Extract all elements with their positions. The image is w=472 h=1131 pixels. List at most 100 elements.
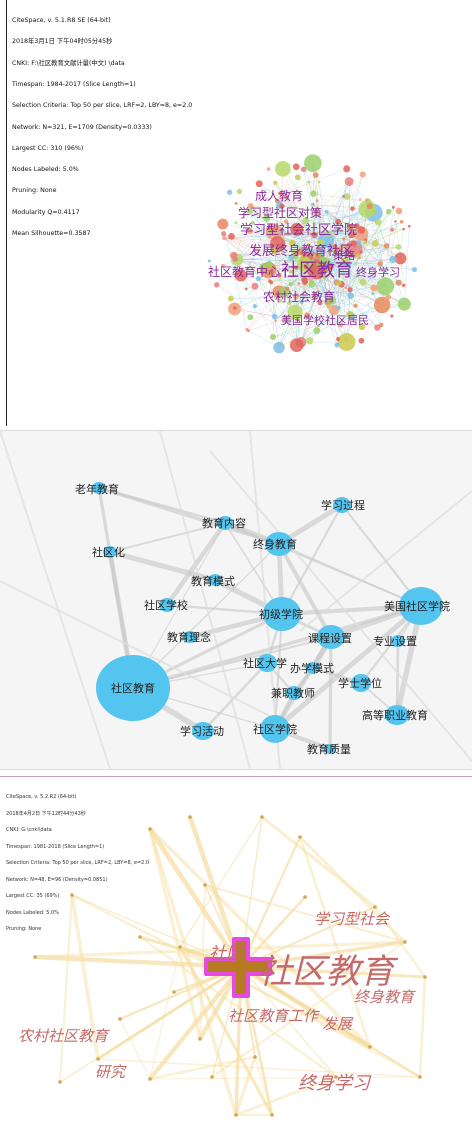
network-node — [273, 342, 285, 354]
network-node — [360, 251, 363, 254]
network-node — [118, 1017, 122, 1021]
node-label: 社区学院 — [253, 722, 297, 736]
network-edge — [397, 641, 398, 715]
node-label: 教育质量 — [307, 742, 351, 756]
network-node — [33, 955, 37, 959]
network-node — [360, 171, 366, 177]
network-node — [337, 306, 341, 310]
network-node — [392, 206, 395, 209]
network-node — [374, 324, 380, 330]
node-label: 学习型社会社区学院 — [240, 222, 357, 238]
network-node — [359, 198, 362, 201]
network-node — [412, 267, 417, 272]
network-node — [172, 990, 176, 994]
network-edge — [150, 1077, 420, 1079]
network-node — [313, 172, 319, 178]
network-node — [148, 827, 152, 831]
network-node — [345, 177, 354, 186]
network-node — [375, 219, 382, 226]
network-node — [272, 314, 278, 320]
node-label: 社区教育中心 — [208, 264, 280, 279]
network-node — [297, 282, 299, 284]
network-node — [371, 292, 374, 295]
network-node — [221, 231, 226, 236]
node-label: 美国学校社区居民 — [281, 313, 369, 327]
node-label: 农村社区教育 — [18, 1027, 110, 1045]
node-label: 社区教育 — [281, 260, 353, 281]
network-node — [318, 181, 321, 184]
network-node — [394, 220, 396, 222]
node-label: 社区 — [209, 944, 246, 964]
network-node — [368, 1045, 372, 1049]
network-node — [293, 163, 300, 170]
network-node — [148, 1077, 152, 1081]
network-node — [389, 256, 396, 263]
network-node — [365, 198, 369, 202]
network-node — [373, 905, 377, 909]
network-node — [245, 287, 248, 290]
network-node — [270, 1113, 274, 1117]
node-label: 成人教育 — [255, 188, 303, 203]
network-node — [214, 282, 219, 287]
network-node — [245, 328, 248, 331]
network-node — [273, 181, 277, 185]
node-label: 美国社区学院 — [384, 599, 450, 613]
network-node — [227, 190, 232, 195]
network-node — [358, 257, 361, 260]
network-node — [390, 314, 393, 317]
node-label: 学士学位 — [338, 676, 382, 690]
network-node — [396, 280, 402, 286]
network-node — [396, 244, 402, 250]
network-node — [234, 221, 237, 224]
network-panel-1: CiteSpace, v. 5.1.R8 SE (64-bit) 2018年3月… — [0, 0, 472, 426]
network-node — [251, 283, 258, 290]
network-node — [358, 338, 364, 344]
network-edge — [60, 895, 72, 1082]
network-node — [298, 835, 302, 839]
node-label: 课程设置 — [308, 632, 352, 645]
node-label: 终身教育 — [253, 537, 297, 551]
network-node — [70, 893, 74, 897]
network-node — [303, 895, 307, 899]
network-graph-1: 成人教育 学习型社区对策 学习型社会社区学院 发展终身教育社区 策略 社区教育中… — [0, 0, 472, 426]
network-node — [301, 167, 306, 172]
network-node — [228, 296, 234, 302]
network-node — [361, 205, 363, 207]
network-node — [390, 228, 394, 232]
network-node — [306, 337, 313, 344]
node-label: 学习过程 — [321, 498, 365, 512]
network-node — [338, 333, 356, 351]
network-edge — [0, 431, 110, 769]
network-node — [307, 180, 310, 183]
node-label: 农村社会教育 — [263, 289, 335, 304]
node-label: 办学模式 — [290, 661, 334, 675]
network-node — [336, 337, 340, 341]
network-node — [396, 208, 403, 215]
network-node — [256, 180, 263, 187]
network-node — [237, 189, 242, 194]
network-node — [372, 240, 379, 247]
network-node — [270, 334, 276, 340]
network-node — [372, 209, 376, 213]
node-label: 初级学院 — [259, 607, 303, 621]
network-node — [230, 252, 237, 259]
network-node — [208, 259, 211, 262]
network-node — [402, 228, 405, 231]
node-label: 社区学校 — [144, 598, 188, 612]
network-node — [345, 286, 348, 289]
node-label: 教育模式 — [191, 574, 235, 588]
network-edge — [404, 226, 409, 304]
network-edge — [150, 829, 200, 1039]
network-node — [367, 203, 373, 209]
network-node — [313, 327, 320, 334]
node-label: 社区大学 — [243, 656, 287, 670]
node-label: 学习活动 — [180, 724, 224, 738]
node-label: 终身学习 — [356, 265, 400, 279]
network-node — [325, 210, 329, 214]
network-node — [377, 277, 395, 295]
node-label: 教育内容 — [202, 516, 246, 530]
network-edge — [98, 1059, 420, 1077]
network-node — [96, 1057, 100, 1061]
network-panel-2: 老年教育 学习过程 教育内容 终身教育 社区化 教育模式 美国社区学院 社区学校… — [0, 430, 472, 770]
network-node — [386, 294, 391, 299]
